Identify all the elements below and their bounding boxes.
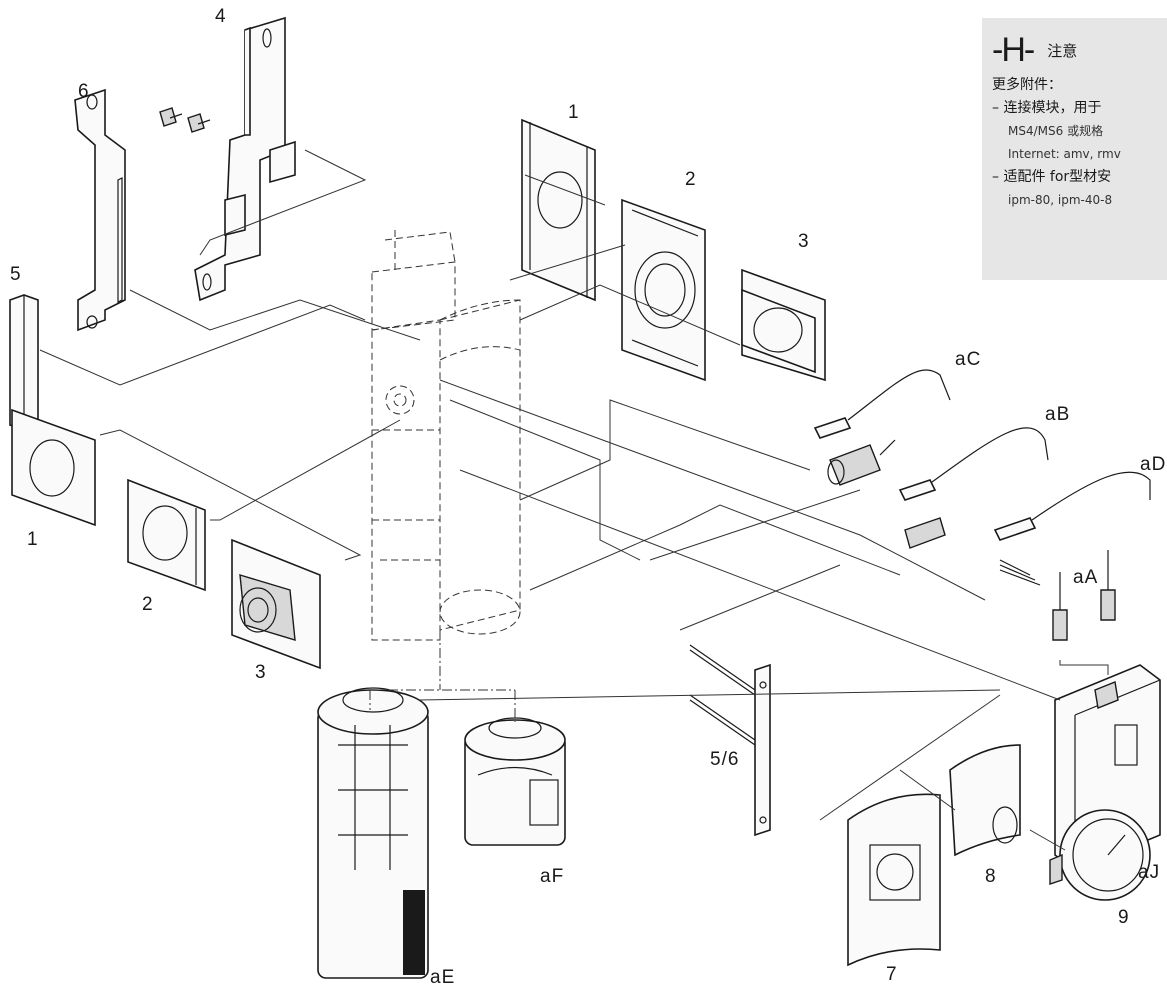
note-box: -H- 注意 更多附件： – 连接模块，用于 MS4/MS6 或规格 Inter…	[982, 18, 1167, 280]
label-1-top: 1	[568, 102, 580, 123]
cable-aA	[1052, 550, 1116, 641]
part-5-clip	[9, 294, 39, 431]
label-5-6: 5/6	[710, 749, 739, 770]
label-2-top: 2	[685, 169, 697, 190]
part-5-6-rods	[689, 644, 771, 837]
label-aB: aB	[1045, 404, 1070, 425]
label-5: 5	[10, 264, 22, 285]
part-8-panel	[949, 744, 1021, 857]
label-aJ: aJ	[1138, 862, 1160, 883]
label-6: 6	[78, 81, 90, 102]
label-aA: aA	[1073, 567, 1098, 588]
note-title: 注意	[1047, 41, 1078, 60]
label-aC: aC	[955, 349, 981, 370]
screws	[159, 107, 211, 133]
cable-aB	[898, 427, 1049, 549]
cable-aD	[993, 471, 1151, 586]
leader-lines	[39, 149, 1109, 851]
note-line-5: – 适配件 for型材安	[992, 169, 1112, 185]
label-7: 7	[886, 964, 898, 985]
note-line-3: MS4/MS6 或规格	[1008, 124, 1104, 138]
note-line-1: 更多附件：	[992, 77, 1062, 93]
note-header: -H- 注意	[992, 26, 1167, 74]
top-plate-2	[621, 198, 706, 382]
note-line-4: Internet: amv, rmv	[1008, 147, 1121, 161]
label-aF: aF	[540, 866, 564, 887]
left-plate-1	[11, 408, 96, 527]
top-plate-3	[741, 268, 826, 382]
left-plate-3	[231, 538, 321, 670]
part-4-bracket	[194, 16, 296, 302]
label-4: 4	[215, 6, 227, 27]
callout-labels: 4 6 5 1 2 3 1 2 3 aC aB aD aA 5/6 aJ 7 8…	[10, 6, 1166, 988]
label-2-left: 2	[142, 594, 154, 615]
part-7-gauge-panel	[847, 793, 941, 967]
label-1-left: 1	[27, 529, 39, 550]
part-6-bracket	[74, 88, 126, 332]
note-h-icon: -H-	[992, 30, 1035, 69]
part-aF-silencer	[464, 717, 566, 846]
label-3-left: 3	[255, 662, 267, 683]
label-8: 8	[985, 866, 997, 887]
label-3-top: 3	[798, 231, 810, 252]
label-aE: aE	[430, 967, 455, 988]
note-line-6: ipm-80, ipm-40-8	[1008, 193, 1113, 207]
label-9: 9	[1118, 907, 1130, 928]
left-plate-2	[127, 478, 206, 592]
part-9-gauge	[1049, 809, 1151, 901]
part-aE-silencer	[317, 687, 429, 979]
cable-aC	[813, 369, 951, 486]
label-aD: aD	[1140, 454, 1166, 475]
top-plate-1	[521, 118, 596, 302]
note-line-2: – 连接模块，用于	[992, 100, 1102, 116]
central-valve-body	[371, 230, 521, 690]
